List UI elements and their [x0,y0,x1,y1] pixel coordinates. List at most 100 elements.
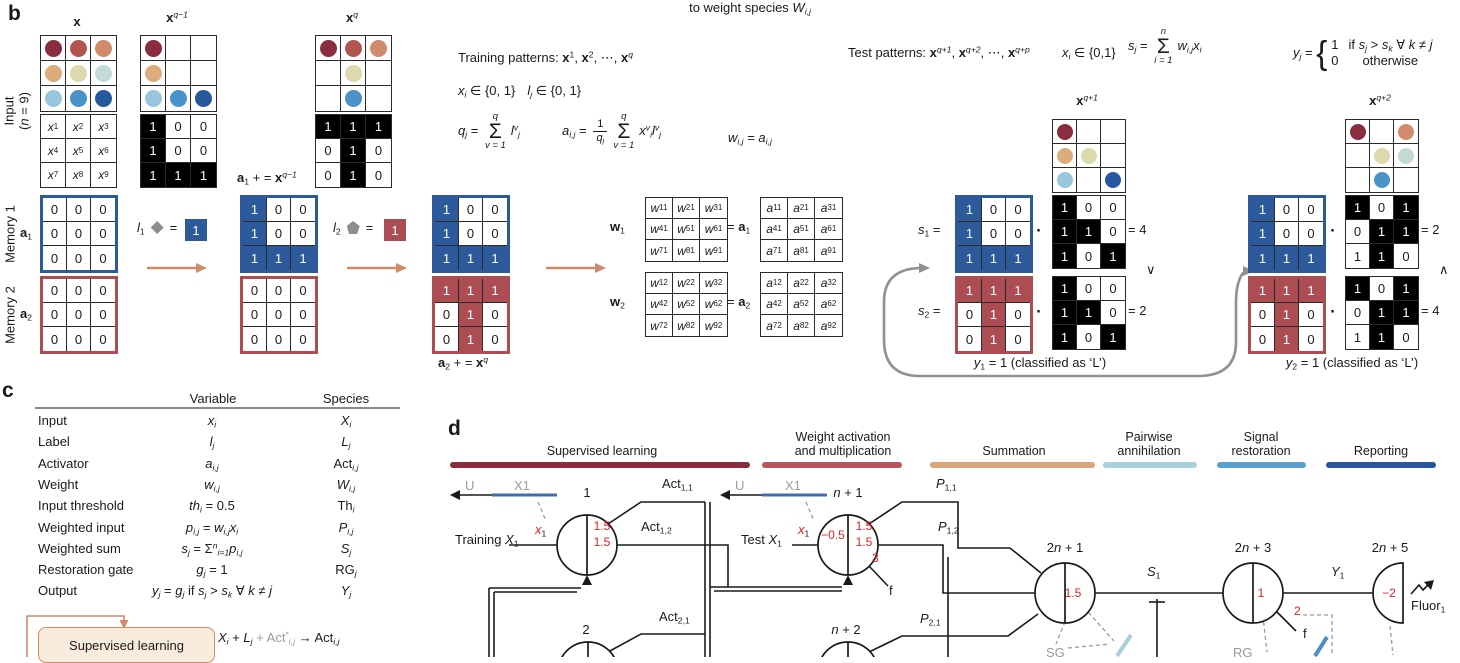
table-row-variable: lj [209,434,215,451]
learning-reaction: Xi + Lj + Act*i,j → Acti,j [218,629,340,647]
node1-weight-bottom: 1.5 [593,535,611,549]
grid-cell: 0 [1006,198,1030,222]
grid-cell: 0 [91,279,115,303]
grid-cell: 0 [1275,198,1299,222]
grid-cell [66,86,91,111]
grid-cell: 1 [243,222,267,246]
grid-cell [141,61,166,86]
l2-value-chip: 1 [384,219,406,241]
table-row-variable: ai,j [205,455,219,472]
grid-cell: 0 [291,222,315,246]
stage-label-6: Reporting [1353,444,1409,458]
grid-cell: 1 [982,279,1006,303]
column-variable: Variable [189,391,237,406]
circuit-nodes [556,514,1404,657]
grid-cell: 1 [267,246,291,270]
grid-cell: 0 [43,303,67,327]
y1-wire-label: Y1 [1331,564,1345,581]
grid-cell: 1 [1077,220,1101,244]
grid-cell [166,86,191,111]
node-2n1-label: 2n + 1 [1046,540,1084,555]
grid-cell: 0 [366,163,391,187]
test1-dots [1052,119,1126,193]
xq-title: xq [345,9,359,25]
xq1-test-title: xq+1 [1076,92,1098,108]
grid-cell: 0 [1299,327,1323,351]
grid-cell: 0 [267,222,291,246]
grid-cell: 0 [958,327,982,351]
grid-cell: 1 [1346,325,1370,349]
grid-cell: 0 [67,198,91,222]
grid-cell [341,86,366,111]
grid-cell: 0 [1077,244,1101,268]
top-cut-text: to weight species Wi,j [689,0,811,17]
grid-cell: 1 [1053,325,1077,349]
table-row-variable: wi,j [204,476,220,494]
grid-cell: 1 [316,115,341,139]
grid-cell: 0 [67,246,91,270]
stage-bar-2 [762,462,902,468]
pattern-dot [1373,172,1390,188]
a1-label: a1 [20,225,33,242]
grid-cell: 1 [958,198,982,222]
grid-cell: 0 [243,279,267,303]
grid-cell: 1 [291,246,315,270]
grid-cell [1370,168,1394,192]
table-row-species: Wi,j [336,476,356,494]
grid-cell: 1 [1394,220,1418,244]
grid-cell: 0 [166,139,191,163]
grid-cell [191,61,216,86]
p11-label: P1,1 [936,476,957,493]
fuel-coefficient-1: 3 [872,551,879,565]
panel-c-loop-arrow [26,615,125,657]
grid-cell: 1 [1006,246,1030,270]
x1-input-label-1: x1 [535,522,547,539]
stage-bar-3 [930,462,1095,468]
grid-cell [1394,144,1418,168]
grid-cell [1394,120,1418,144]
pattern-dot [1349,123,1366,140]
grid-cell: 0 [1101,220,1125,244]
grid-cell: 0 [267,327,291,351]
w1-equals-a1: = a1 [727,219,751,236]
reporter-weight: −2 [1382,586,1396,600]
grid-cell: 0 [43,198,67,222]
grid-cell: 1 [141,139,166,163]
grid-cell [1053,144,1077,168]
test2-dots [1345,119,1419,193]
grid-cell: 0 [43,222,67,246]
grid-cell: 0 [67,222,91,246]
grid-cell: 1 [435,279,459,303]
restoration-weight: 1 [1257,586,1265,600]
panel-b-label: b [8,2,21,25]
grid-cell: 1 [1006,279,1030,303]
grid-cell: 0 [291,327,315,351]
grid-cell [191,36,216,61]
grid-cell: 1 [958,246,982,270]
wij-equation: wi,j = ai,j [728,130,772,147]
x1-wire-label-2: X1 [785,478,801,493]
grid-cell [166,61,191,86]
pattern-dot [95,90,112,107]
